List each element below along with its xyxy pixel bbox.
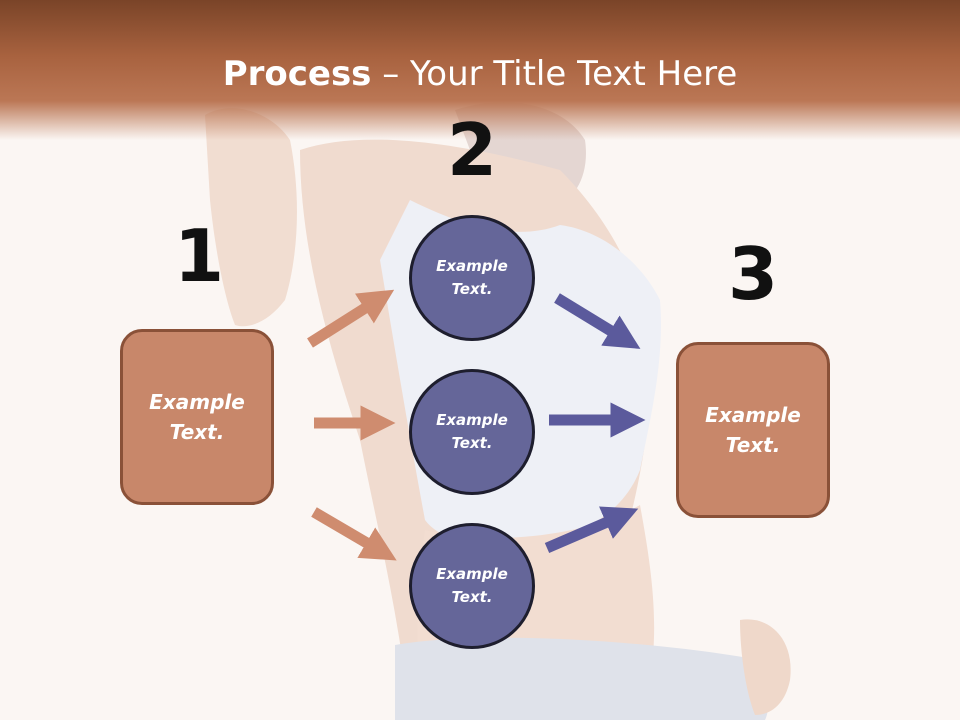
step-2-number: 2 xyxy=(446,108,498,192)
arrow-2c-to-3 xyxy=(544,506,639,554)
arrow-1-to-2a xyxy=(307,289,395,348)
step-2-circle-2-line-2: Text. xyxy=(451,434,493,452)
step-3-text-line-2: Text. xyxy=(725,433,781,457)
title-bold: Process xyxy=(222,54,372,94)
step-2-circle-2-line-1: Example xyxy=(436,411,508,429)
step-1-box: Example Text. xyxy=(120,329,274,505)
arrow-1-to-2c xyxy=(311,507,397,561)
step-2-circle-3-line-1: Example xyxy=(436,565,508,583)
step-2-circle-2: Example Text. xyxy=(409,369,535,495)
title-band xyxy=(0,0,960,140)
arrow-2a-to-3 xyxy=(554,293,641,349)
step-2-circle-3-line-2: Text. xyxy=(451,588,493,606)
step-1-number: 1 xyxy=(173,214,225,298)
step-3-number: 3 xyxy=(727,232,779,316)
step-2-circle-1-line-2: Text. xyxy=(451,280,493,298)
slide-title: Process – Your Title Text Here xyxy=(0,52,960,96)
step-3-text-line-1: Example xyxy=(705,403,801,427)
title-rest: – Your Title Text Here xyxy=(371,54,738,94)
step-2-circle-3: Example Text. xyxy=(409,523,535,649)
step-3-box: Example Text. xyxy=(676,342,830,518)
step-2-circle-1-line-1: Example xyxy=(436,257,508,275)
step-1-text-line-2: Text. xyxy=(169,420,225,444)
step-2-circle-1: Example Text. xyxy=(409,215,535,341)
step-1-text-line-1: Example xyxy=(149,390,245,414)
